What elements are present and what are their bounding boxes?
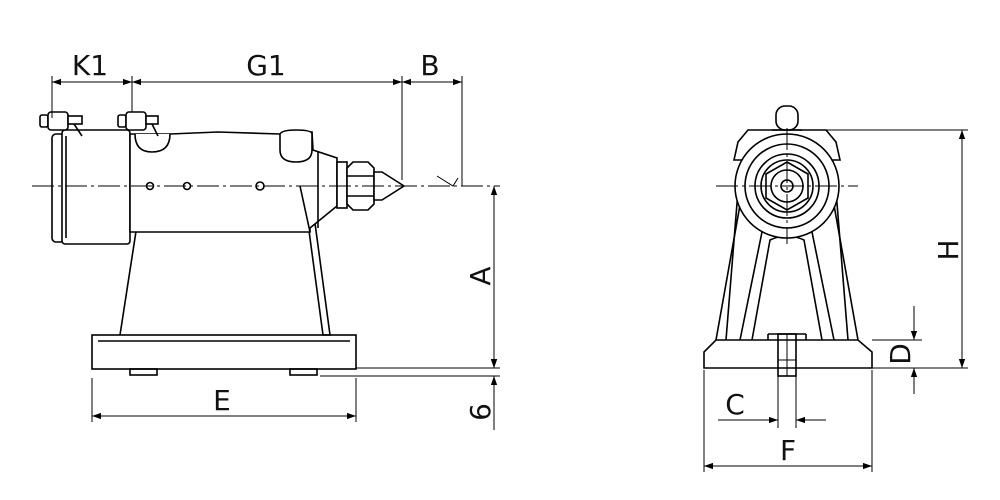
front-base (703, 339, 873, 369)
side-dimensions: K1 G1 B A E 6 (51, 49, 500, 430)
side-lube-fitting-left (39, 111, 83, 137)
side-base-plate (91, 334, 357, 370)
side-cylinder (61, 129, 131, 245)
side-oil-cap-left (134, 133, 171, 153)
front-dimensions: H D C F (703, 129, 968, 472)
front-oil-cap (775, 105, 799, 131)
front-arch-inner (751, 235, 823, 341)
side-body-taper (299, 185, 311, 233)
label-g1: G1 (246, 49, 286, 82)
side-lube-fitting-right (117, 111, 159, 137)
label-b: B (420, 49, 439, 82)
label-h: H (932, 239, 965, 260)
side-quill-nut (346, 161, 375, 211)
side-foot-left (129, 368, 158, 376)
front-view (703, 105, 873, 377)
side-quill-collar (336, 161, 348, 209)
side-foot-right (289, 368, 318, 376)
label-d: D (884, 343, 917, 365)
label-six: 6 (464, 403, 497, 421)
side-oil-cap-right (279, 129, 313, 163)
label-a: A (464, 266, 497, 285)
label-e: E (213, 384, 231, 417)
side-view (32, 111, 500, 376)
label-f: F (780, 434, 796, 467)
side-phantom-center (436, 175, 459, 187)
label-k1: K1 (72, 49, 108, 82)
label-c: C (725, 388, 745, 421)
